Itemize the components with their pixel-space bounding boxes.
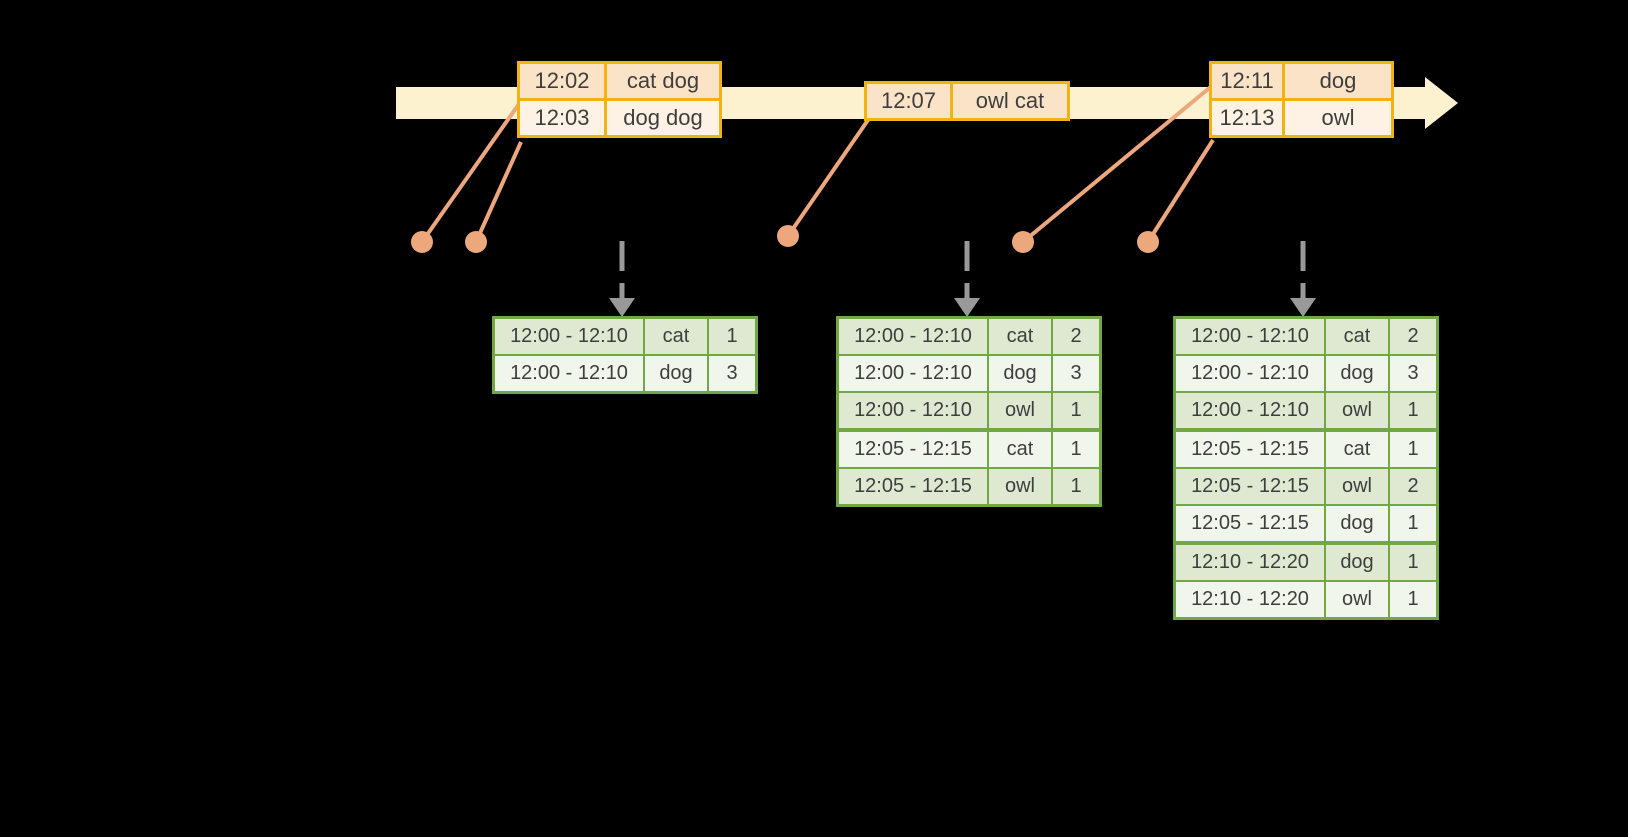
table-cell: 1 bbox=[1051, 428, 1102, 469]
table-cell: 1 bbox=[1388, 541, 1439, 582]
table-cell: owl bbox=[987, 391, 1053, 431]
table-cell: cat bbox=[987, 316, 1053, 356]
table-cell: cat bbox=[1324, 316, 1390, 356]
table-cell: cat bbox=[987, 428, 1053, 469]
table-cell: 12:02 bbox=[517, 61, 607, 101]
table-cell: owl bbox=[1324, 467, 1390, 506]
table-cell: 1 bbox=[1388, 428, 1439, 469]
table-cell: 12:13 bbox=[1209, 98, 1285, 138]
table-cell: dog bbox=[1324, 504, 1390, 544]
table-cell: 1 bbox=[1388, 504, 1439, 544]
table-cell: 12:00 - 12:10 bbox=[492, 354, 645, 394]
table-cell: dog bbox=[1282, 61, 1394, 101]
table-cell: 12:00 - 12:10 bbox=[836, 391, 989, 431]
trigger-arrowhead-icon-2 bbox=[954, 298, 980, 317]
table-cell: owl bbox=[987, 467, 1053, 507]
table-cell: 12:00 - 12:10 bbox=[836, 316, 989, 356]
table-cell: 12:05 - 12:15 bbox=[1173, 467, 1326, 506]
table-cell: 12:03 bbox=[517, 98, 607, 138]
table-cell: 12:00 - 12:10 bbox=[1173, 316, 1326, 356]
arrival-line-1202 bbox=[420, 99, 523, 244]
table-cell: 1 bbox=[1388, 580, 1439, 620]
table-cell: 12:10 - 12:20 bbox=[1173, 580, 1326, 620]
arrival-dot-1202 bbox=[411, 231, 433, 253]
table-cell: 12:05 - 12:15 bbox=[836, 428, 989, 469]
table-cell: 2 bbox=[1051, 316, 1102, 356]
table-cell: 3 bbox=[1051, 354, 1102, 393]
table-cell: owl bbox=[1282, 98, 1394, 138]
table-cell: 3 bbox=[707, 354, 758, 394]
table-cell: dog bbox=[643, 354, 709, 394]
table-cell: 2 bbox=[1388, 316, 1439, 356]
table-cell: 12:05 - 12:15 bbox=[836, 467, 989, 507]
arrival-dot-1213 bbox=[1137, 231, 1159, 253]
table-cell: 12:00 - 12:10 bbox=[1173, 354, 1326, 393]
trigger-arrowhead-icon-1 bbox=[609, 298, 635, 317]
table-cell: owl bbox=[1324, 391, 1390, 431]
table-cell: 12:00 - 12:10 bbox=[492, 316, 645, 356]
table-cell: 12:07 bbox=[864, 81, 953, 121]
table-cell: 12:05 - 12:15 bbox=[1173, 504, 1326, 544]
table-cell: 12:00 - 12:10 bbox=[836, 354, 989, 393]
table-cell: 1 bbox=[1051, 391, 1102, 431]
table-cell: 1 bbox=[1388, 391, 1439, 431]
table-cell: 3 bbox=[1388, 354, 1439, 393]
table-cell: 2 bbox=[1388, 467, 1439, 506]
arrival-line-1213 bbox=[1146, 138, 1215, 244]
table-cell: 1 bbox=[1051, 467, 1102, 507]
table-cell: dog bbox=[1324, 354, 1390, 393]
arrival-dot-1207 bbox=[777, 225, 799, 247]
arrival-line-1211 bbox=[1021, 83, 1215, 244]
table-cell: 12:10 - 12:20 bbox=[1173, 541, 1326, 582]
table-cell: dog bbox=[987, 354, 1053, 393]
table-cell: owl cat bbox=[950, 81, 1070, 121]
table-cell: cat bbox=[1324, 428, 1390, 469]
table-cell: 12:00 - 12:10 bbox=[1173, 391, 1326, 431]
table-cell: dog dog bbox=[604, 98, 722, 138]
arrival-line-1203 bbox=[474, 141, 523, 243]
table-cell: owl bbox=[1324, 580, 1390, 620]
table-cell: dog bbox=[1324, 541, 1390, 582]
table-cell: 12:11 bbox=[1209, 61, 1285, 101]
table-cell: 12:05 - 12:15 bbox=[1173, 428, 1326, 469]
arrival-dot-1203 bbox=[465, 231, 487, 253]
arrival-dot-1211 bbox=[1012, 231, 1034, 253]
trigger-arrowhead-icon-3 bbox=[1290, 298, 1316, 317]
timeline-arrowhead-icon bbox=[1425, 77, 1458, 129]
table-cell: cat dog bbox=[604, 61, 722, 101]
table-cell: cat bbox=[643, 316, 709, 356]
arrival-line-1207 bbox=[786, 118, 870, 238]
table-cell: 1 bbox=[707, 316, 758, 356]
